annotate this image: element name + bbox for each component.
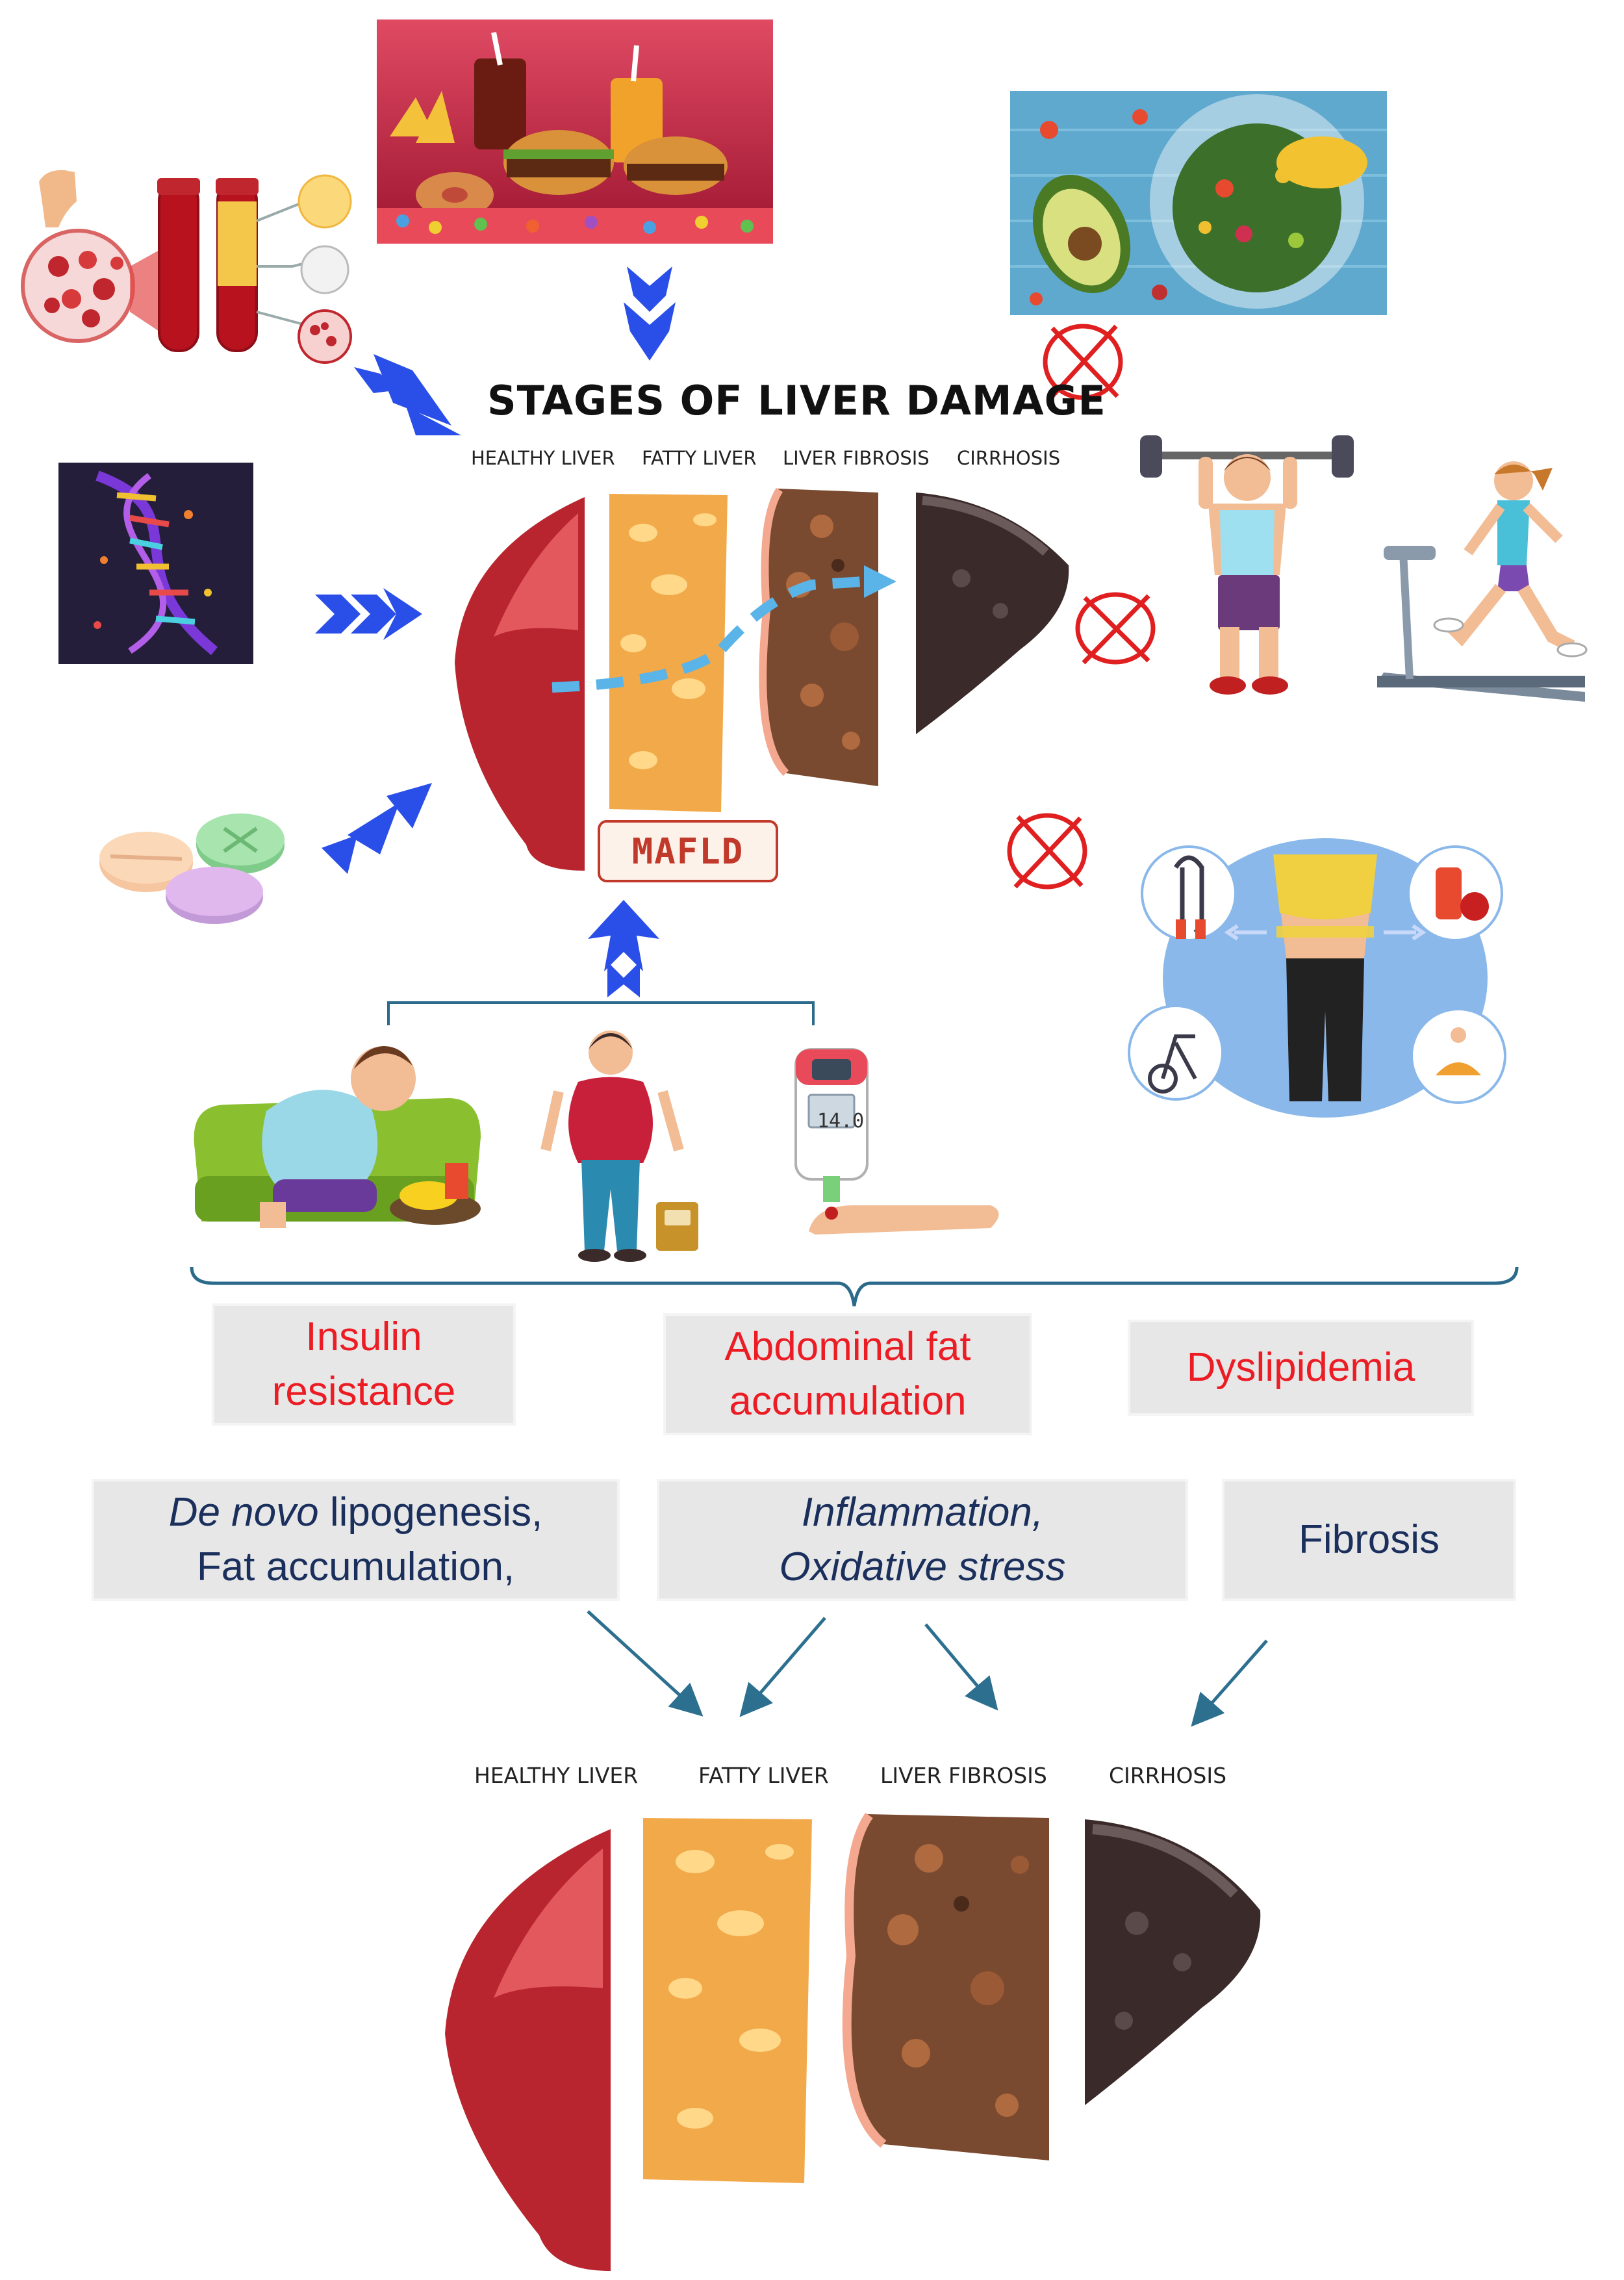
blue-arrow-icon <box>354 354 461 435</box>
blue-arrow-icon <box>315 588 422 640</box>
factor-insulin-resistance: Insulin resistance <box>214 1306 513 1423</box>
mechanism-fibrosis-text: Fibrosis <box>1298 1517 1440 1562</box>
pills-icon <box>99 813 285 924</box>
bottom-stage-label-cirrhosis: CIRRHOSIS <box>1109 1763 1227 1788</box>
factor-dyslipidemia-text: Dyslipidemia <box>1186 1345 1415 1390</box>
bottom-stage-label-fatty: FATTY LIVER <box>698 1763 829 1788</box>
factor-insulin-line1: Insulin <box>305 1314 422 1359</box>
blood-test-icon <box>21 170 352 364</box>
liver-stages-icon <box>455 487 1069 871</box>
factor-abdominal-line1: Abdominal fat <box>724 1324 971 1369</box>
junk-food-icon <box>377 19 773 244</box>
cross-mark-icon <box>1043 324 1123 400</box>
blue-arrow-icon <box>624 266 676 361</box>
mechanism-arrows <box>587 1610 1268 1727</box>
mechanism-fibrosis: Fibrosis <box>1224 1481 1514 1598</box>
blue-arrow-icon <box>588 900 659 997</box>
bottom-stage-label-healthy: HEALTHY LIVER <box>474 1763 639 1788</box>
mechanism-fat-accumulation: Fat accumulation, <box>196 1544 515 1589</box>
cross-mark-icon <box>1007 813 1087 890</box>
mechanism-denovo: De novo <box>168 1490 319 1535</box>
cross-mark-icon <box>1075 592 1156 665</box>
glucometer-reading: 14.0 <box>817 1110 865 1133</box>
mechanism-lipogenesis: De novo lipogenesis, Fat accumulation, <box>94 1481 617 1598</box>
mechanism-lipogenesis-rest: lipogenesis, <box>318 1490 543 1535</box>
mafld-label: MAFLD <box>598 820 778 882</box>
factor-abdominal-line2: accumulation <box>729 1379 967 1424</box>
factor-abdominal-fat: Abdominal fat accumulation <box>666 1316 1030 1433</box>
healthy-food-icon <box>1010 91 1387 315</box>
dna-icon <box>58 463 253 664</box>
mechanism-inflammation-text: Inflammation, <box>801 1490 1044 1535</box>
weightlifting-icon <box>1140 435 1354 695</box>
risk-bracket <box>387 1001 815 1025</box>
overweight-person-icon <box>540 1031 698 1262</box>
bottom-stage-label-fibrosis: LIVER FIBROSIS <box>880 1763 1047 1788</box>
glucometer-icon <box>794 1048 999 1235</box>
top-stage-label-fibrosis: LIVER FIBROSIS <box>783 447 930 469</box>
factors-bracket <box>190 1266 1519 1307</box>
top-stage-label-healthy: HEALTHY LIVER <box>471 447 615 469</box>
weight-loss-icon <box>1128 838 1506 1118</box>
stages-title: STAGES OF LIVER DAMAGE <box>487 377 1106 424</box>
treadmill-icon <box>1377 461 1588 702</box>
factor-dyslipidemia: Dyslipidemia <box>1130 1322 1471 1413</box>
sedentary-person-icon <box>194 1046 481 1228</box>
liver-stages-icon <box>445 1812 1261 2271</box>
blue-arrow-icon <box>322 783 432 874</box>
mechanism-inflammation: Inflammation, Oxidative stress <box>659 1481 1186 1598</box>
top-stage-label-cirrhosis: CIRRHOSIS <box>957 447 1061 469</box>
factor-insulin-line2: resistance <box>272 1369 456 1414</box>
top-stage-label-fatty: FATTY LIVER <box>642 447 757 469</box>
mechanism-oxidative-text: Oxidative stress <box>779 1544 1066 1589</box>
